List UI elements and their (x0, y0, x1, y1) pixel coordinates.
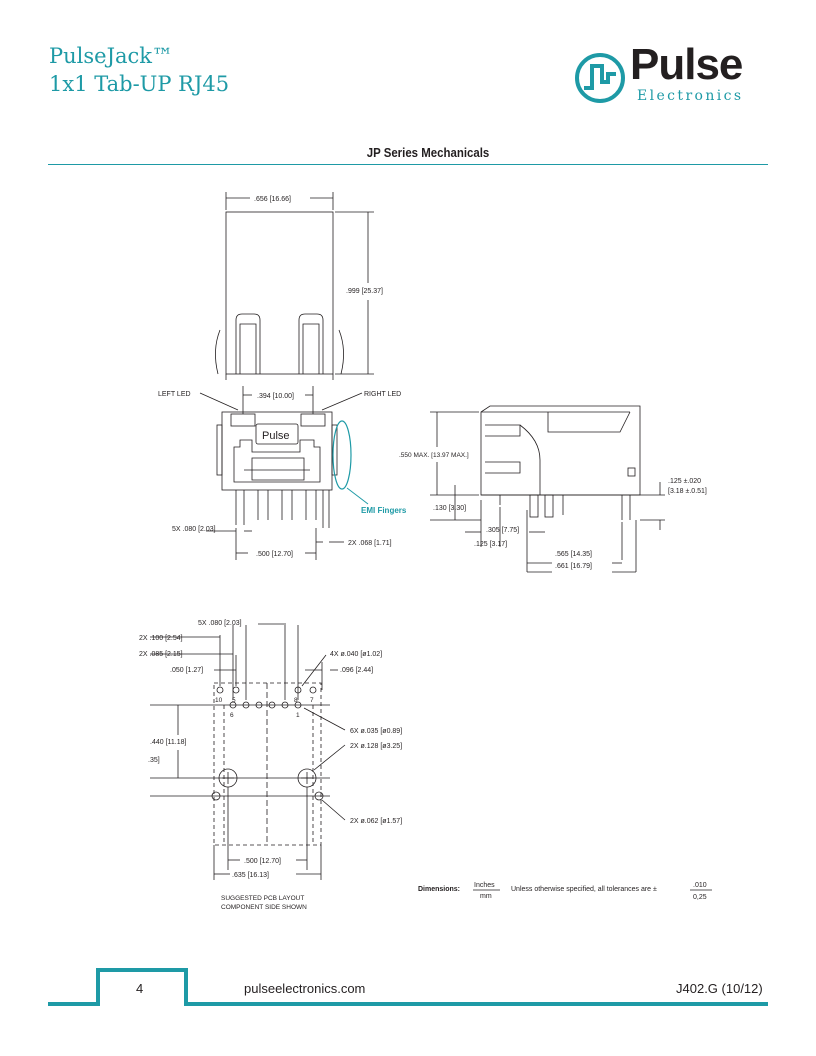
pcb-dim-2x128: 2X ø.128 [ø3.25] (350, 743, 402, 750)
pcb-dim-440: .440 [11.18] (150, 739, 187, 746)
tolerance-top: .010 (693, 882, 707, 889)
section-title: JP Series Mechanicals (366, 145, 490, 160)
dimensions-label: Dimensions: (418, 886, 460, 893)
pulse-logo: Pulse Electronics (574, 40, 774, 108)
title-line-2: 1x1 Tab-UP RJ45 (49, 72, 230, 96)
footer-page-number: 4 (136, 981, 144, 996)
pcb-caption-line-2: COMPONENT SIDE SHOWN (221, 904, 307, 911)
pulse-logo-mark-icon (575, 53, 625, 103)
footer-bar-shape (48, 968, 768, 1006)
pcb-dim-35: .35] (148, 757, 160, 764)
tab-width-dim: 2X .068 [1.71] (348, 540, 392, 547)
dimensions-unit-top: Inches (474, 882, 495, 889)
side-max-height-dim: .550 MAX. [13.97 MAX.] (399, 452, 469, 459)
pcb-pin-label: 7 (310, 697, 314, 704)
title-line-1: PulseJack™ (49, 44, 174, 68)
front-face-view (199, 386, 363, 560)
footer-website-link[interactable]: pulseelectronics.com (244, 981, 366, 996)
pcb-pin-label: 1 (296, 712, 300, 719)
pcb-pad-5x-dim: 5X .080 [2.03] (198, 620, 242, 627)
pcb-dim-4x040: 4X ø.040 [ø1.02] (330, 651, 382, 658)
pcb-pin-label: 6 (230, 712, 234, 719)
side-view (430, 405, 665, 573)
front-width-dim: .656 [16.66] (254, 196, 291, 203)
pcb-dim-050: .050 [1.27] (170, 667, 203, 674)
footer-doc-code: J402.G (10/12) (676, 981, 763, 996)
jack-face-logo: Pulse (262, 430, 290, 442)
pcb-dim-6x035: 6X ø.035 [ø0.89] (350, 728, 402, 735)
side-tab-dim-b: [3.18 ±.0.51] (668, 488, 707, 495)
side-dim-565: .565 [14.35] (555, 551, 592, 558)
pcb-dim-096: .096 [2.44] (340, 667, 373, 674)
pcb-pin-label: 8 (294, 697, 298, 704)
logo-wordmark: Pulse (630, 40, 743, 89)
pcb-caption-line-1: SUGGESTED PCB LAYOUT (221, 895, 304, 902)
pcb-pin-label: 10 (215, 697, 223, 704)
side-tab-dim-a: .125 ±.020 (668, 478, 701, 485)
dimensions-tolerance-text: Unless otherwise specified, all toleranc… (511, 886, 657, 893)
pcb-layout-view (150, 623, 346, 880)
emi-fingers-highlight (332, 420, 352, 490)
pcb-dim-635: .635 [16.13] (232, 872, 269, 879)
front-top-view (215, 192, 374, 380)
tolerance-bottom: 0,25 (693, 894, 707, 901)
pcb-dim-100: 2X .100 [2.54] (139, 635, 183, 642)
header-rule (48, 164, 768, 165)
side-dim-661: .661 [16.79] (555, 563, 592, 570)
pin-span-dim: .500 [12.70] (256, 551, 293, 558)
pcb-pin-label: 5 (232, 697, 236, 704)
side-standoff-dim: .130 [3.30] (433, 505, 466, 512)
pcb-dim-500: .500 [12.70] (244, 858, 281, 865)
side-dim-305: .305 [7.75] (486, 527, 519, 534)
front-height-dim: .999 [25.37] (346, 288, 383, 295)
led-spacing-dim: .394 [10.00] (257, 393, 294, 400)
logo-subtitle: Electronics (637, 88, 744, 104)
pcb-dim-2x062: 2X ø.062 [ø1.57] (350, 818, 402, 825)
document-title: PulseJack™ 1x1 Tab-UP RJ45 (49, 42, 229, 98)
emi-fingers-label: EMI Fingers (361, 506, 407, 515)
pcb-dim-085: 2X .085 [2.15] (139, 651, 183, 658)
side-dim-125: .125 [3.17] (474, 541, 507, 548)
dimensions-unit-bottom: mm (480, 893, 492, 900)
pin-width-dim: 5X .080 [2.03] (172, 526, 216, 533)
right-led-label: RIGHT LED (364, 391, 401, 398)
left-led-label: LEFT LED (158, 391, 191, 398)
